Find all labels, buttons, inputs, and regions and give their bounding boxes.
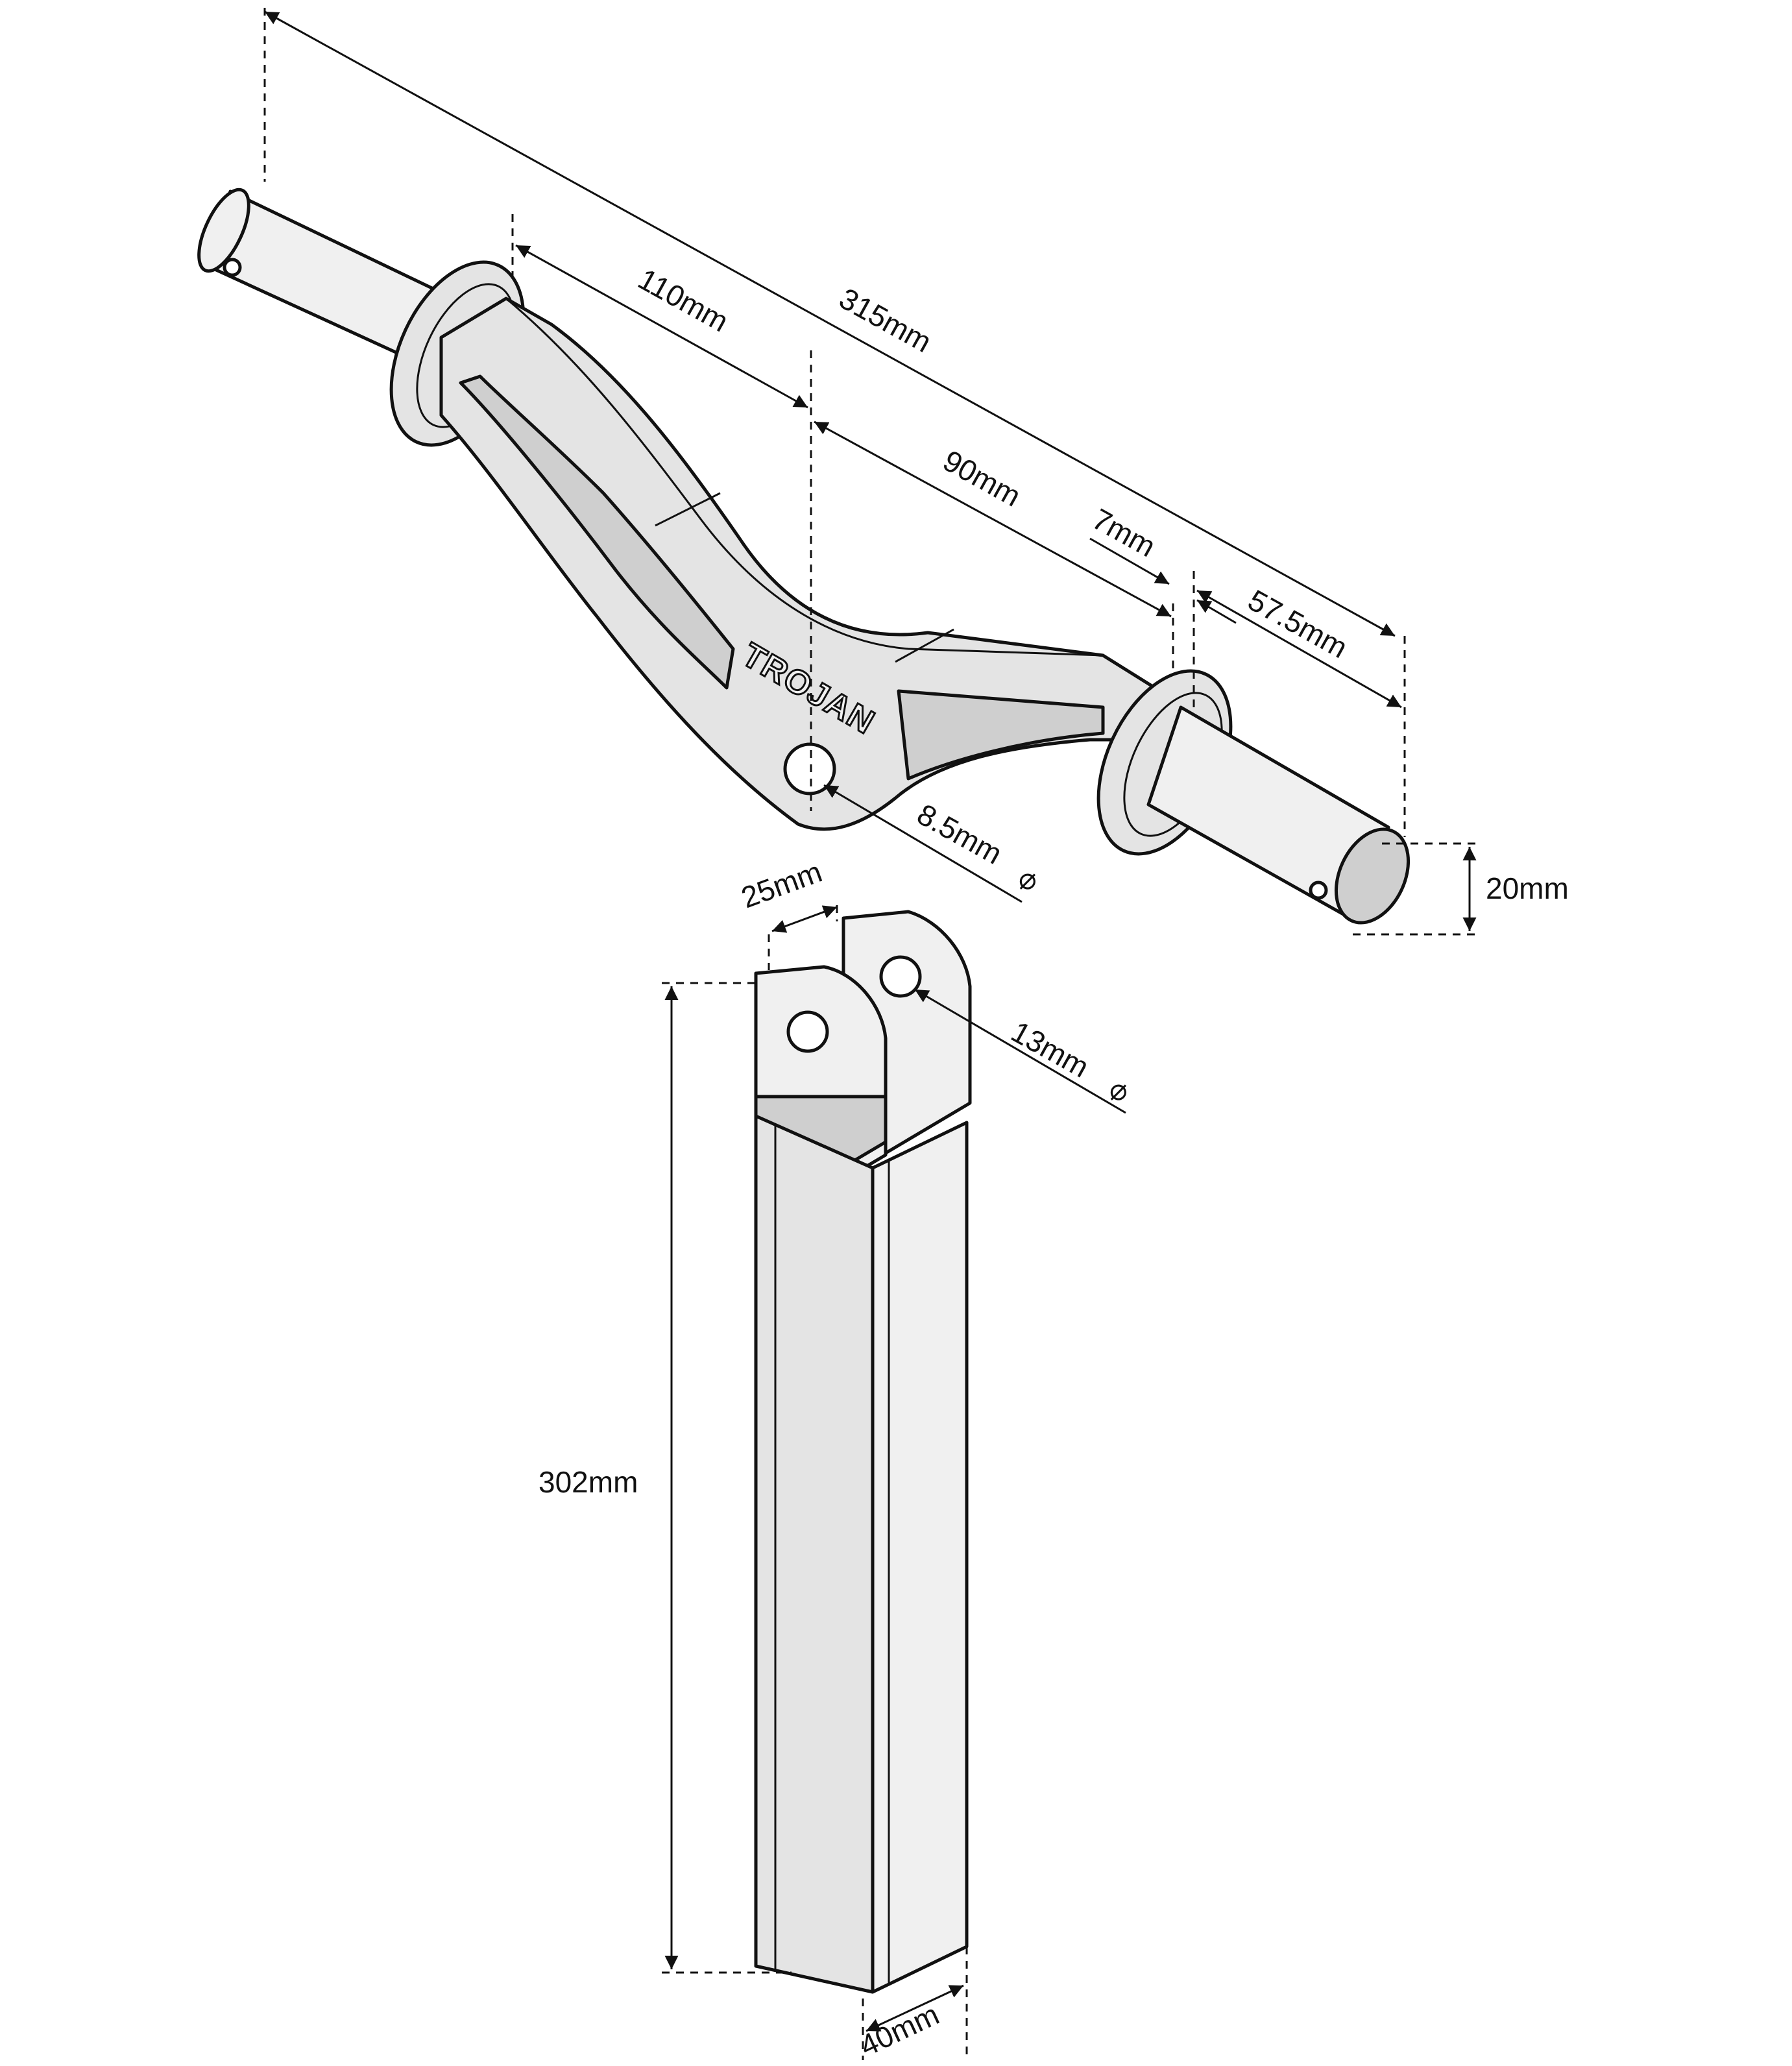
dim-spindle-diameter: 20mm <box>1486 871 1569 905</box>
dim-fork-gap: 25mm <box>737 855 827 915</box>
dim-pivot-hole: 8.5mm <box>912 797 1008 871</box>
dim-overall-length: 315mm <box>834 281 937 359</box>
dim-collar-width: 7mm <box>1087 502 1161 563</box>
leg-tube-left-face <box>754 1114 875 1994</box>
right-spindle-end <box>1334 827 1411 925</box>
dim-left-to-center: 110mm <box>633 261 734 338</box>
dim-spindle-length: 57.5mm <box>1242 583 1353 664</box>
support-leg <box>754 910 972 1994</box>
pivot-hole <box>783 742 836 796</box>
left-spindle-pin-hole <box>223 258 242 277</box>
fork-hole-right <box>879 955 922 998</box>
dim-center-to-collar: 90mm <box>938 443 1026 513</box>
leg-tube-right-face <box>871 1121 969 1994</box>
axle-crossbar: TROJAN <box>197 188 1411 925</box>
fork-hole-left <box>786 1010 829 1053</box>
diameter-symbol-fork: ⌀ <box>1109 1073 1128 1106</box>
dim-fork-hole: 13mm <box>1006 1014 1095 1084</box>
dim-leg-height: 302mm <box>539 1465 638 1499</box>
left-spindle-end <box>197 188 250 273</box>
right-spindle-pin-hole <box>1309 881 1328 900</box>
right-arm-slot <box>897 689 1105 781</box>
diameter-symbol-pivot: ⌀ <box>1019 862 1037 895</box>
dim-leg-width: 40mm <box>854 1997 944 2063</box>
